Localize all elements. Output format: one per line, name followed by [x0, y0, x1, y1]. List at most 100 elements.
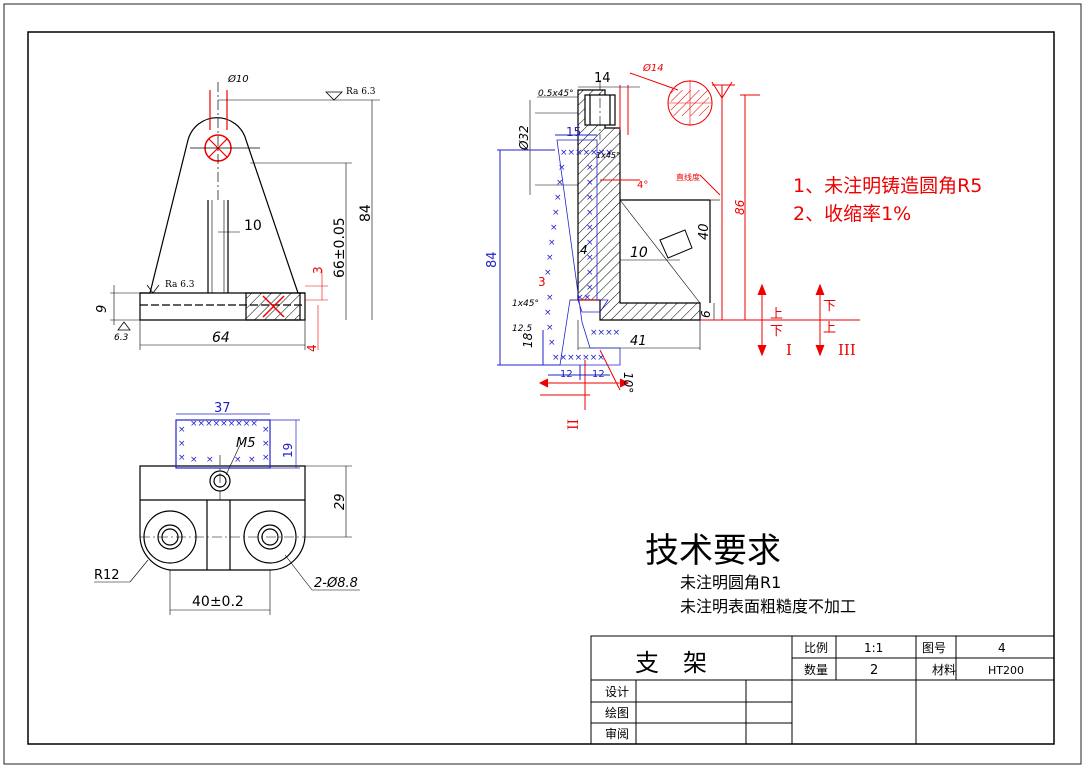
svg-text:×: ×	[586, 178, 594, 188]
scale-value: 1:1	[864, 641, 883, 655]
top-dim-r12: R12	[94, 568, 120, 583]
front-dim-10: 10	[244, 218, 262, 234]
section-dim-12a: 12	[560, 369, 573, 380]
section-dim-18: 18	[521, 332, 535, 348]
section-dim-10: 10	[630, 245, 648, 261]
section-dim-84: 84	[485, 251, 500, 268]
svg-text:×: ×	[548, 338, 556, 348]
svg-text:×××××××××: ×××××××××	[190, 419, 258, 429]
svg-text:×: ×	[546, 293, 554, 303]
svg-text:×: ×	[262, 439, 270, 449]
tech-req-title: 技术要求	[645, 531, 781, 571]
outer-border	[3, 3, 1082, 765]
section-dim-41: 41	[630, 334, 647, 349]
top-dim-29: 29	[333, 493, 348, 510]
section-label-I: I	[786, 341, 792, 359]
svg-text:×: ×	[206, 455, 214, 465]
section-label-shang-I: 上	[770, 307, 783, 322]
svg-text:×: ×	[546, 253, 554, 263]
section-red-annotations	[538, 72, 860, 410]
svg-text:×: ×	[556, 178, 564, 188]
svg-text:×: ×	[546, 323, 554, 333]
material-label: 材料	[932, 663, 956, 677]
front-roughness-side: 6.3	[114, 333, 129, 343]
front-dim-66: 66±0.05	[332, 217, 348, 278]
top-dim-40: 40±0.2	[192, 594, 244, 610]
drawing-no-value: 4	[998, 641, 1006, 655]
section-label-xia-I: 下	[770, 324, 783, 339]
svg-text:×: ×	[586, 253, 594, 263]
section-chamfer-05: 0.5x45°	[538, 89, 574, 99]
scale-label: 比例	[804, 641, 828, 655]
svg-text:×: ×	[544, 268, 552, 278]
top-view	[94, 413, 360, 615]
draw-label: 绘图	[605, 705, 629, 720]
svg-text:×: ×	[262, 453, 270, 463]
svg-text:×: ×	[586, 268, 594, 278]
section-dim-3: 3	[538, 275, 546, 289]
svg-text:×: ×	[178, 453, 186, 463]
inner-border	[27, 31, 1055, 745]
svg-text:×: ×	[552, 208, 560, 218]
section-chamfer-1b: 1x45°	[512, 299, 539, 309]
svg-text:×: ×	[190, 455, 198, 465]
tech-req-line-2: 未注明表面粗糙度不加工	[680, 597, 856, 616]
front-dim-84: 84	[358, 204, 374, 222]
top-dim-37: 37	[214, 401, 231, 416]
section-dim-10deg: 10°	[621, 372, 635, 393]
svg-text:×: ×	[248, 455, 256, 465]
svg-text:×: ×	[586, 208, 594, 218]
front-view	[110, 82, 380, 350]
casting-note-2: 2、收缩率1%	[793, 203, 911, 225]
material-value: HT200	[988, 664, 1024, 677]
front-dim-9: 9	[95, 305, 110, 313]
svg-text:×: ×	[548, 238, 556, 248]
section-dim-4deg: 4°	[637, 180, 648, 191]
section-dim-12-5: 12.5	[512, 324, 532, 334]
review-label: 审阅	[605, 726, 629, 741]
section-dim-86: 86	[733, 199, 747, 215]
section-chamfer-1: 1x45°	[596, 151, 620, 160]
section-dim-phi14: Ø14	[642, 62, 664, 74]
section-dim-40: 40	[697, 223, 712, 240]
qty-value: 2	[870, 663, 878, 678]
section-dim-phi32: Ø32	[517, 125, 531, 151]
section-label-xia-III: 下	[823, 299, 836, 314]
section-dim-6: 6	[699, 310, 713, 318]
part-name: 支 架	[635, 649, 707, 677]
svg-text:×: ×	[586, 238, 594, 248]
section-label-III: III	[838, 341, 856, 359]
svg-text:×: ×	[234, 455, 242, 465]
front-dim-64: 64	[212, 330, 230, 346]
svg-text:×: ×	[178, 425, 186, 435]
front-dim-3: 3	[311, 266, 325, 274]
section-label-II: II	[566, 419, 582, 430]
section-note-straight: 直线度	[676, 172, 700, 182]
front-dim-4: 4	[305, 344, 319, 352]
svg-text:×: ×	[558, 163, 566, 173]
section-surface-marks: ××××××× ×××× ×××× ×××× ××××××× ×××× ××××…	[544, 148, 620, 363]
section-view	[529, 80, 760, 350]
front-dim-hole: Ø10	[227, 73, 249, 85]
qty-label: 数量	[804, 662, 828, 677]
section-dim-4: 4	[580, 243, 588, 257]
svg-text:×: ×	[586, 283, 594, 293]
section-dim-12b: 12	[592, 369, 605, 380]
svg-text:×: ×	[586, 223, 594, 233]
svg-text:×: ×	[586, 193, 594, 203]
section-label-shang-III: 上	[823, 321, 836, 336]
tech-req-line-1: 未注明圆角R1	[680, 573, 781, 592]
top-dim-holes: 2-Ø8.8	[314, 576, 358, 591]
svg-text:×: ×	[550, 223, 558, 233]
front-roughness-base: Ra 6.3	[165, 280, 195, 290]
svg-text:×: ×	[554, 193, 562, 203]
svg-text:×: ×	[178, 439, 186, 449]
drawing-no-label: 图号	[922, 641, 946, 655]
left-bolt-hole-outer	[143, 510, 197, 564]
section-dim-15: 15	[566, 125, 581, 139]
title-block	[590, 635, 1055, 745]
front-roughness-top: Ra 6.3	[346, 87, 376, 97]
svg-text:××: ××	[576, 293, 591, 303]
top-view-surface-marks: ××× ××× ××××××××× ××××	[178, 419, 270, 465]
